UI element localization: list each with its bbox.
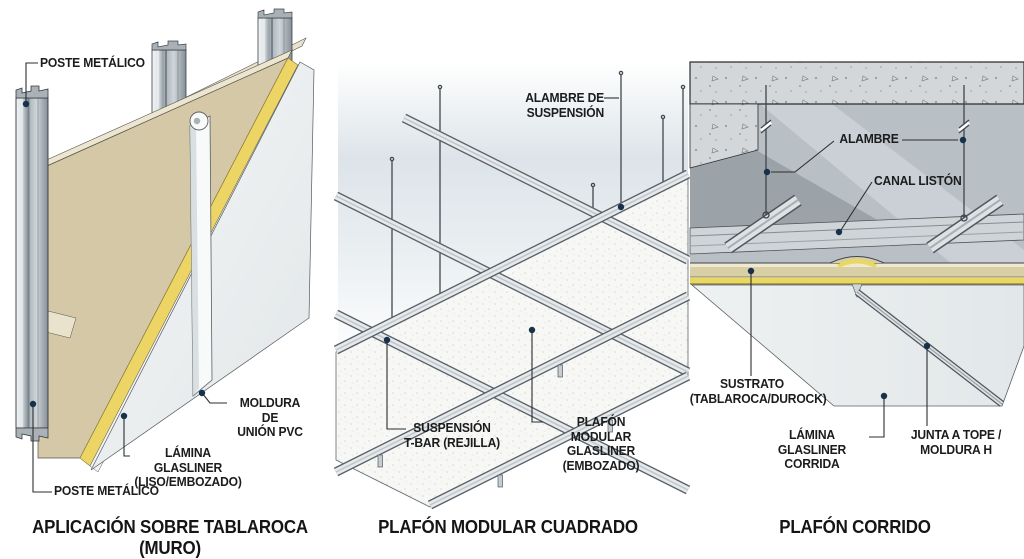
label-lamina-glasliner-corrida: LÁMINA GLASLINER CORRIDA — [777, 427, 847, 472]
label-moldura-union-pvc: MOLDURA DE UNIÓN PVC — [237, 395, 303, 440]
plafon-corrido-drawing — [689, 61, 1024, 438]
wire-break-mark — [760, 119, 772, 134]
label-suspension-t-bar: SUSPENSIÓN T-BAR (REJILLA) — [404, 420, 500, 450]
muro-leader-dots — [22, 100, 206, 420]
leader-dot — [835, 228, 843, 236]
leader-dot — [22, 100, 30, 108]
muro-leader-lines — [25, 62, 227, 493]
plafon-modular-drawing — [333, 62, 691, 510]
leader-dot — [120, 412, 128, 420]
leader-line — [531, 330, 543, 423]
wire-break-mark — [958, 121, 970, 132]
glasliner-corrida-sheet — [690, 284, 1024, 407]
leader-dot — [923, 342, 931, 350]
wire-hook — [960, 214, 968, 222]
label-poste-metalico-bottom: POSTE METÁLICO — [54, 483, 159, 498]
leader-dot — [528, 326, 536, 334]
label-junta-a-tope: JUNTA A TOPE / MOLDURA H — [910, 427, 1002, 457]
label-sustrato: SUSTRATO (TABLAROCA/DUROCK) — [689, 376, 827, 406]
leader-line — [32, 404, 52, 493]
tbar-end-tabs — [377, 364, 613, 488]
tbar-cross-tees — [333, 113, 691, 495]
substrate-band — [690, 256, 1024, 298]
title-plafon-corrido: PLAFÓN CORRIDO — [779, 517, 931, 537]
leader-line — [869, 399, 885, 438]
leader-line — [25, 62, 38, 101]
label-canal-liston: CANAL LISTÓN — [874, 173, 962, 188]
tbar-grid — [333, 113, 691, 510]
pvc-union-molding — [189, 111, 213, 397]
leader-dot — [747, 267, 755, 275]
dark-plane — [690, 150, 912, 240]
wire-hook — [762, 211, 770, 219]
plafon-leader-dots — [383, 203, 625, 344]
leader-line — [201, 392, 227, 404]
leader-line — [840, 181, 873, 231]
stud-left — [15, 85, 49, 442]
label-poste-metalico-top: POSTE METÁLICO — [40, 55, 145, 70]
label-plafon-modular-glasliner: PLAFÓN MODULAR GLASLINER (EMBOZADO) — [562, 414, 640, 473]
label-alambre: ALAMBRE — [839, 131, 899, 146]
title-aplicacion-tablaroca: APLICACIÓN SOBRE TABLAROCA (MURO) — [32, 517, 308, 558]
leader-dot — [880, 392, 888, 400]
leader-dot — [383, 336, 391, 344]
wire-break-mark — [760, 121, 772, 132]
title-plafon-modular-cuadrado: PLAFÓN MODULAR CUADRADO — [378, 517, 638, 537]
muro-drawing — [15, 8, 315, 493]
wire-break-mark — [958, 119, 970, 134]
plafon-leader-lines — [386, 97, 619, 430]
leader-line — [123, 416, 130, 457]
hanger-wires — [760, 85, 970, 222]
leader-dot — [29, 400, 37, 408]
label-alambre-de-suspension: ALAMBRE DE SUSPENSIÓN — [525, 90, 604, 120]
furring-channel-left — [724, 194, 802, 254]
leader-line — [771, 140, 835, 173]
leader-dot — [959, 136, 967, 144]
corrido-leader-dots — [747, 136, 967, 400]
concrete-slab — [689, 61, 1024, 105]
leader-line — [386, 340, 406, 430]
furring-channel-right — [926, 194, 1004, 254]
leader-dot — [617, 203, 625, 211]
corrido-leader-lines — [750, 139, 958, 438]
concrete-edge — [689, 103, 759, 169]
h-molding — [854, 289, 1005, 407]
label-lamina-glasliner: LÁMINA GLASLINER (LISO/EMBOZADO) — [134, 445, 242, 490]
leader-dot — [763, 168, 771, 176]
leader-dot — [198, 389, 206, 397]
tbar-main-runners — [333, 169, 691, 510]
